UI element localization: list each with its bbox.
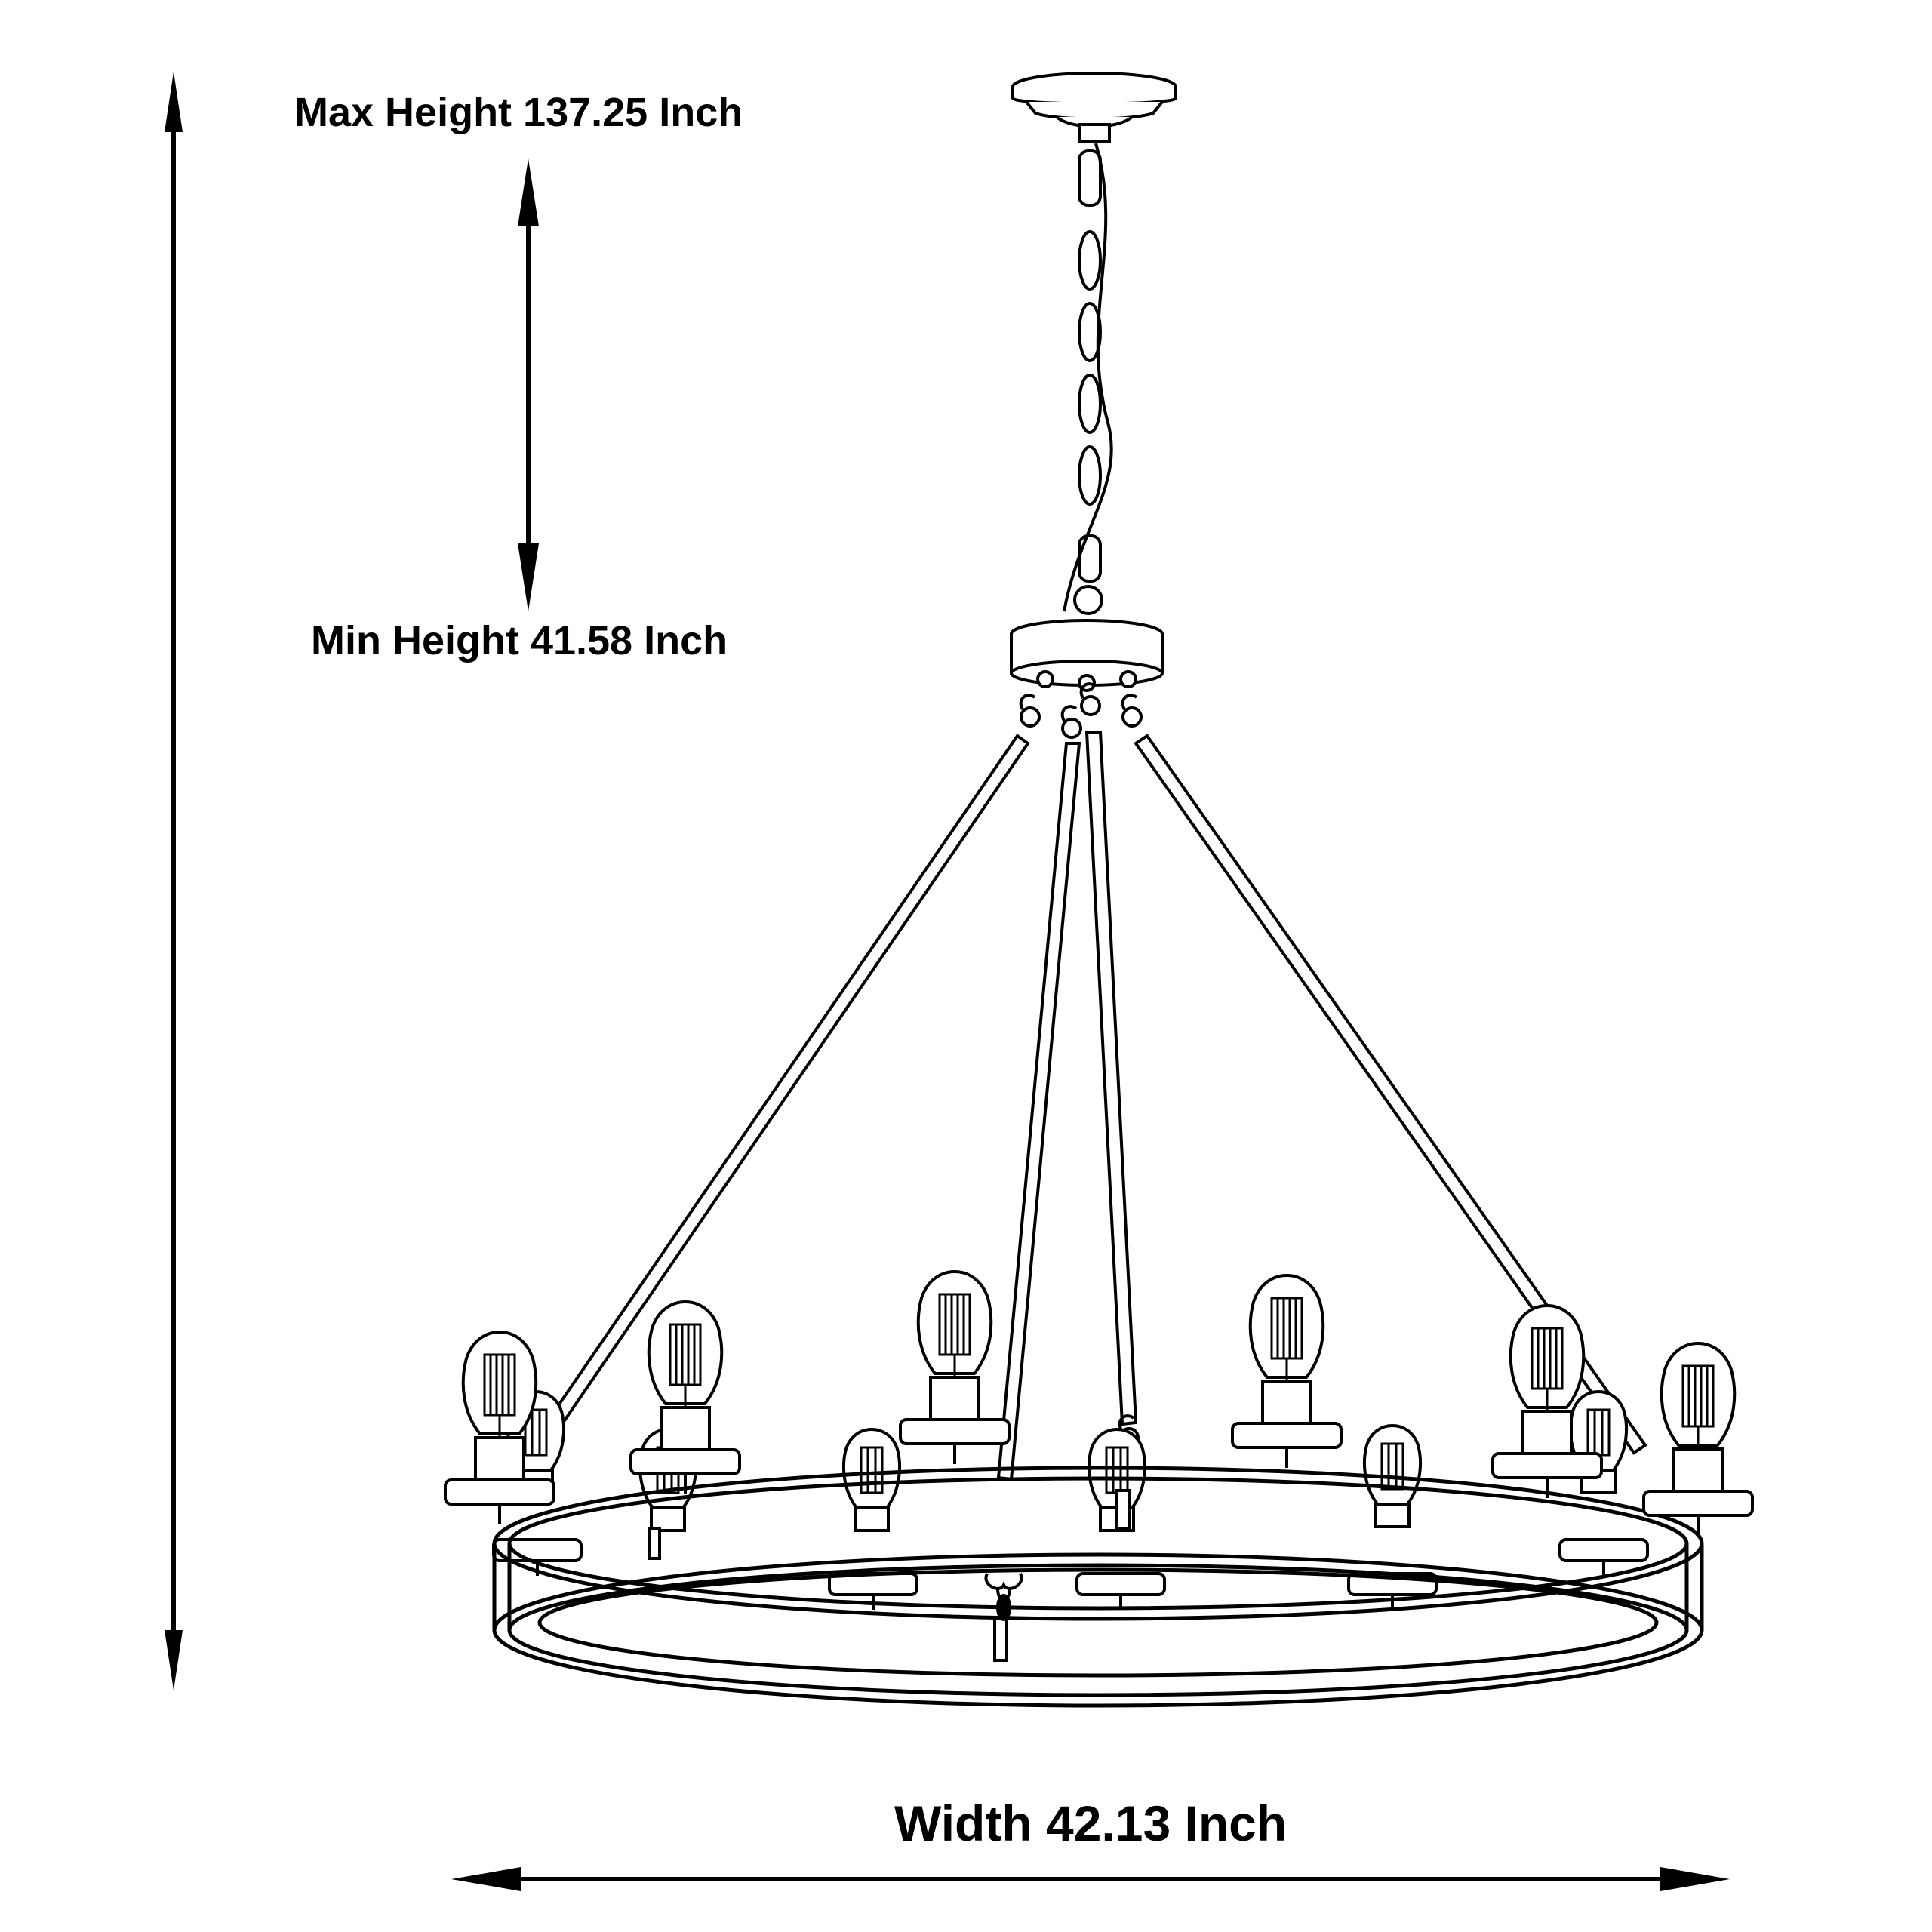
max-height-arrow (165, 72, 183, 1690)
width-label: Width 42.13 Inch (894, 1795, 1287, 1851)
max-height-label: Max Height 137.25 Inch (294, 90, 743, 135)
width-arrow (451, 1867, 1730, 1891)
min-height-label: Min Height 41.58 Inch (311, 618, 728, 663)
center-hub (1010, 619, 1164, 692)
chain (1063, 143, 1113, 615)
inner-cups (492, 1538, 1649, 1611)
ring-spacers (648, 1489, 1131, 1662)
ceiling-canopy (1011, 72, 1177, 143)
support-rods (518, 731, 1647, 1481)
min-height-arrow (518, 158, 539, 611)
center-drop (984, 1573, 1023, 1621)
wheel-ring (492, 1466, 1704, 1708)
